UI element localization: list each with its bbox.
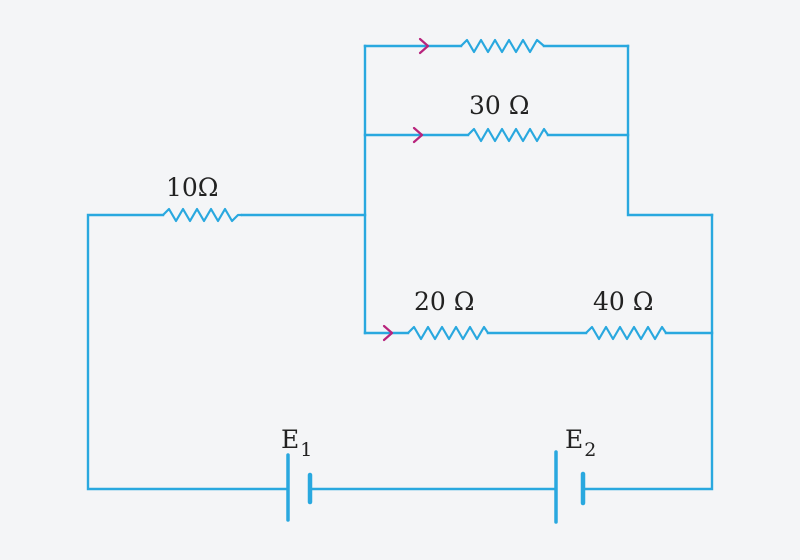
battery-e2 bbox=[554, 450, 586, 524]
resistor-top bbox=[460, 38, 545, 54]
label-e2-subscript: 2 bbox=[584, 439, 596, 461]
current-arrows bbox=[382, 37, 430, 342]
resistor-30-ohm bbox=[467, 127, 549, 143]
label-e1: E1 bbox=[281, 425, 312, 461]
resistor-40-ohm bbox=[585, 325, 667, 341]
resistors bbox=[162, 38, 667, 341]
wire-parallel-right bbox=[626, 44, 714, 217]
wire-right-vertical bbox=[581, 213, 714, 491]
label-40-ohm: 40 Ω bbox=[593, 287, 654, 316]
arrow-icon bbox=[412, 126, 424, 144]
arrow-icon bbox=[418, 37, 430, 55]
label-30-ohm: 30 Ω bbox=[469, 91, 530, 120]
label-e2-letter: E bbox=[565, 425, 583, 454]
label-e2: E2 bbox=[565, 425, 596, 461]
label-e1-letter: E bbox=[281, 425, 299, 454]
arrow-icon bbox=[382, 324, 394, 342]
label-e1-subscript: 1 bbox=[300, 439, 312, 461]
resistor-20-ohm bbox=[407, 325, 489, 341]
label-20-ohm: 20 Ω bbox=[414, 287, 475, 316]
battery-e1 bbox=[286, 453, 313, 522]
wires bbox=[86, 44, 714, 491]
wire-left-loop bbox=[86, 213, 290, 491]
labels: 10Ω 30 Ω 20 Ω 40 Ω E1 E2 bbox=[166, 91, 654, 461]
resistor-10-ohm bbox=[162, 207, 242, 223]
label-10-ohm: 10Ω bbox=[166, 173, 219, 202]
